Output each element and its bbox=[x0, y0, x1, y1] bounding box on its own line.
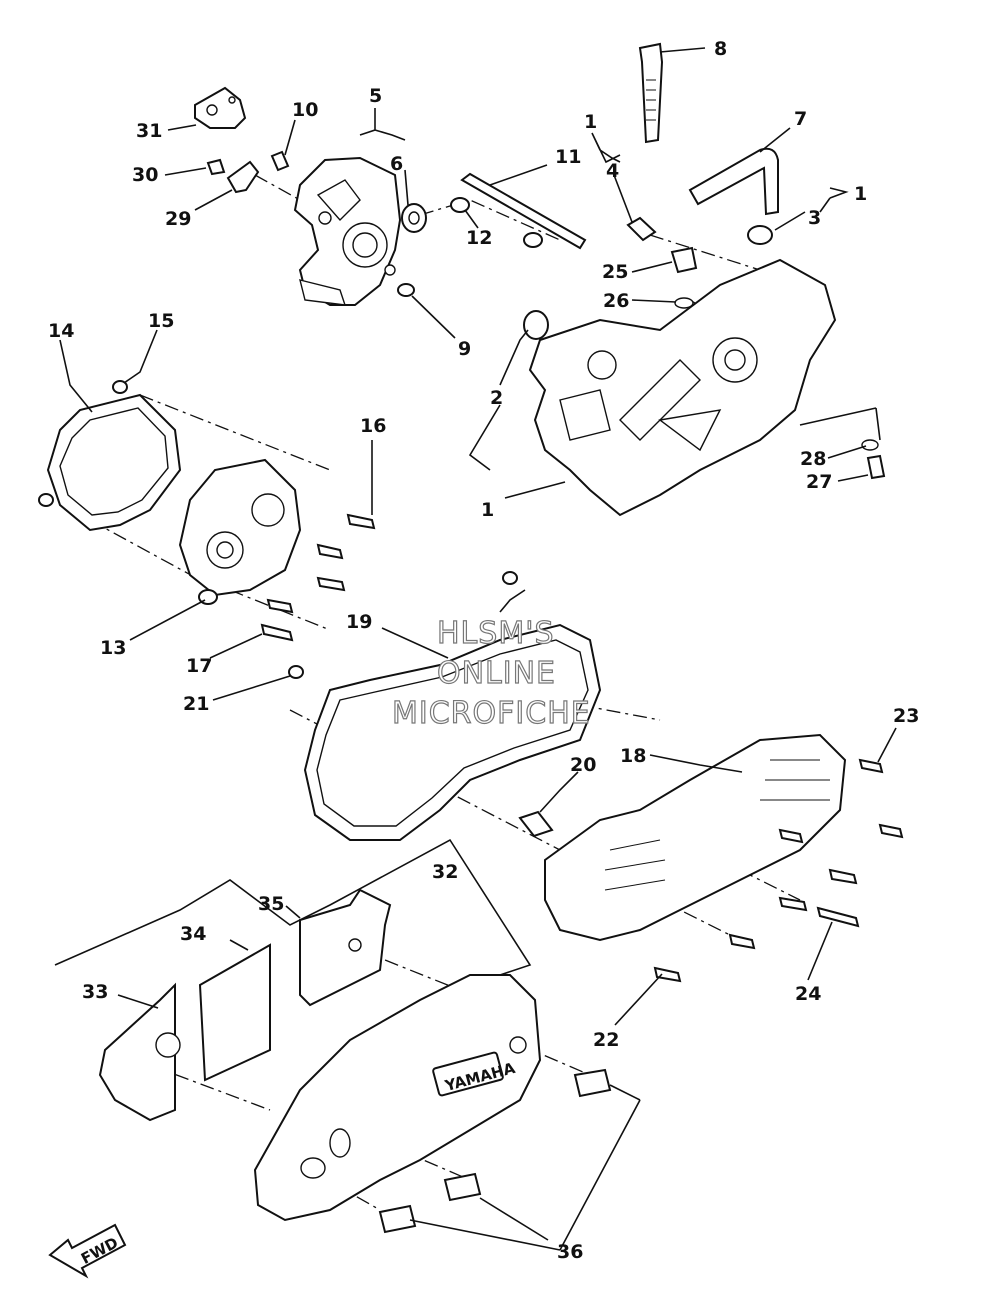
dowel-part bbox=[626, 216, 773, 245]
callout-32: 32 bbox=[432, 861, 458, 883]
watermark-line-1: HLSM'S bbox=[437, 616, 555, 651]
callout-2: 2 bbox=[490, 387, 503, 409]
pump-housing-part bbox=[293, 156, 402, 306]
callout-34: 34 bbox=[180, 923, 206, 945]
callout-labels: 1 1 1 2 3 4 5 6 7 8 9 10 11 12 13 14 15 … bbox=[48, 38, 919, 1263]
callout-4: 4 bbox=[606, 160, 619, 182]
leader-lines bbox=[54, 47, 897, 1251]
callout-8: 8 bbox=[714, 38, 727, 60]
plug-part bbox=[397, 283, 415, 297]
callout-6: 6 bbox=[390, 153, 403, 175]
callout-36: 36 bbox=[557, 1241, 583, 1263]
callout-26: 26 bbox=[603, 290, 629, 312]
callout-1-bottom: 1 bbox=[481, 499, 494, 521]
insulator-plate-part bbox=[98, 982, 181, 1122]
callout-21: 21 bbox=[183, 693, 209, 715]
watermark-line-2: ONLINE bbox=[437, 656, 556, 691]
bushing-part bbox=[401, 203, 427, 233]
callout-19: 19 bbox=[346, 611, 372, 633]
washer-part bbox=[450, 197, 543, 248]
clutch-cover-part bbox=[518, 733, 847, 942]
shaft-part bbox=[460, 172, 587, 250]
callout-1-right: 1 bbox=[854, 183, 867, 205]
cover-gasket-part bbox=[303, 623, 602, 841]
callout-31: 31 bbox=[136, 120, 162, 142]
callout-5: 5 bbox=[369, 85, 382, 107]
callout-1-top: 1 bbox=[584, 111, 597, 133]
callout-9: 9 bbox=[458, 338, 471, 360]
transmission-cover-part: YAMAHA bbox=[253, 974, 542, 1222]
callout-13: 13 bbox=[100, 637, 126, 659]
callout-3: 3 bbox=[808, 207, 821, 229]
callout-17: 17 bbox=[186, 655, 212, 677]
callout-15: 15 bbox=[148, 310, 174, 332]
callout-7: 7 bbox=[794, 108, 807, 130]
cover-bolts-part bbox=[260, 513, 518, 679]
callout-12: 12 bbox=[466, 227, 492, 249]
cover-screws-part bbox=[378, 1068, 612, 1234]
callout-35: 35 bbox=[258, 893, 284, 915]
callout-11: 11 bbox=[555, 146, 581, 168]
small-plate-part bbox=[194, 86, 247, 129]
callout-24: 24 bbox=[795, 983, 821, 1005]
callout-10: 10 bbox=[292, 99, 318, 121]
case-gasket-part bbox=[38, 380, 182, 532]
callout-23: 23 bbox=[893, 705, 919, 727]
crankcase-part bbox=[523, 258, 886, 517]
damper-plate-part bbox=[198, 943, 271, 1082]
watermark-line-3: MICROFICHE bbox=[392, 696, 591, 731]
breather-hose-part bbox=[688, 147, 779, 216]
cover-plate-part bbox=[299, 888, 392, 1007]
callout-30: 30 bbox=[132, 164, 158, 186]
callout-25: 25 bbox=[602, 261, 628, 283]
callout-33: 33 bbox=[82, 981, 108, 1003]
callout-22: 22 bbox=[593, 1029, 619, 1051]
callout-29: 29 bbox=[165, 208, 191, 230]
callout-27: 27 bbox=[806, 471, 832, 493]
side-cover-part bbox=[178, 458, 302, 605]
callout-18: 18 bbox=[620, 745, 646, 767]
callout-16: 16 bbox=[360, 415, 386, 437]
drain-plug-part bbox=[670, 246, 698, 309]
bolt-part bbox=[206, 150, 290, 194]
clutch-cover-bolts-part bbox=[653, 758, 904, 983]
callout-14: 14 bbox=[48, 320, 74, 342]
watermark: HLSM'S ONLINE MICROFICHE bbox=[391, 615, 591, 731]
callout-20: 20 bbox=[570, 754, 596, 776]
forward-arrow-icon: FWD bbox=[48, 1223, 127, 1279]
strap-tie-part bbox=[638, 42, 664, 144]
callout-28: 28 bbox=[800, 448, 826, 470]
